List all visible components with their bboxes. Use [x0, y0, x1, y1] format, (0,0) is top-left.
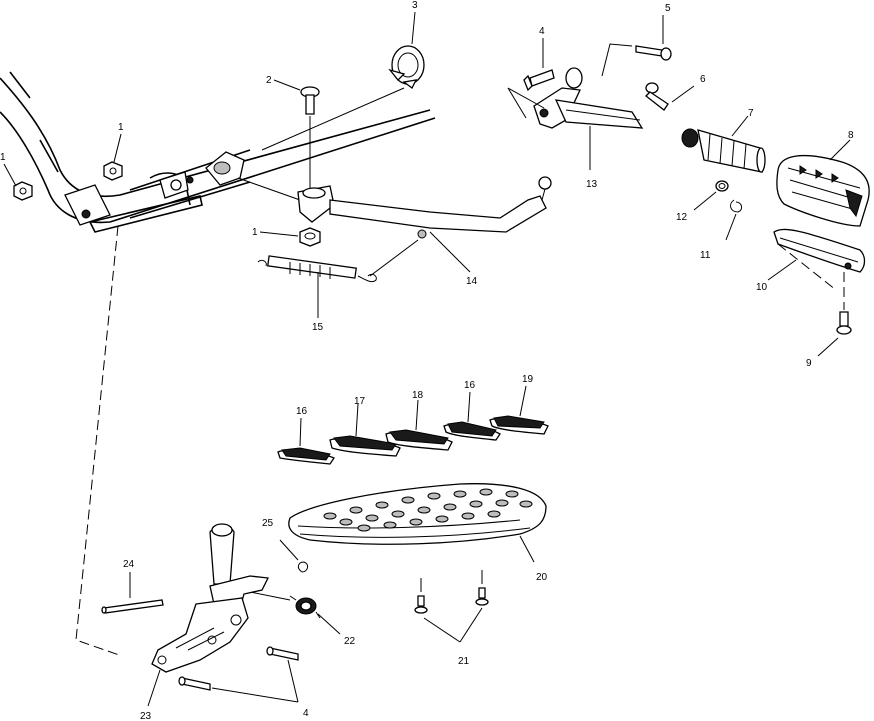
callout-8: 8	[848, 130, 854, 141]
callout-20: 20	[536, 572, 548, 583]
callout-1-pivot: 1	[252, 227, 258, 238]
callout-17: 17	[354, 396, 366, 407]
callout-15: 15	[312, 322, 324, 333]
callout-2: 2	[266, 75, 272, 86]
nut-pivot	[299, 227, 321, 247]
callout-6: 6	[700, 74, 706, 85]
callout-22: 22	[344, 636, 356, 647]
callout-18: 18	[412, 390, 424, 401]
pin-6	[645, 82, 695, 111]
pad-16-right	[443, 391, 501, 441]
callout-11: 11	[700, 250, 711, 261]
pad-18	[385, 399, 453, 451]
screws-21	[414, 570, 489, 643]
callout-19: 19	[522, 374, 534, 385]
clamp-3	[261, 45, 425, 151]
screw-9	[817, 311, 852, 357]
callout-25: 25	[262, 518, 274, 529]
callout-7: 7	[748, 108, 754, 119]
callout-24: 24	[123, 559, 135, 570]
callout-9: 9	[806, 358, 812, 369]
callout-12: 12	[676, 212, 688, 223]
bracket-23	[147, 523, 269, 707]
frame-tube	[0, 71, 436, 233]
callout-21: 21	[458, 656, 470, 667]
bolt-4-upper	[523, 38, 555, 92]
washer-12	[693, 180, 729, 211]
callout-13: 13	[586, 179, 598, 190]
spring-22	[239, 589, 341, 635]
callout-1-left: 1	[0, 152, 6, 163]
pins-4-lower	[178, 646, 299, 703]
callout-4-upper: 4	[539, 26, 545, 37]
callout-3: 3	[412, 0, 418, 11]
frame-bracket	[205, 151, 301, 201]
pad-19	[489, 385, 549, 435]
spring-15	[257, 239, 419, 283]
callout-10: 10	[756, 282, 768, 293]
nut-left	[13, 181, 33, 201]
brake-lever-14	[297, 176, 552, 239]
callout-23: 23	[140, 711, 152, 721]
callout-4-lower: 4	[303, 708, 309, 719]
shield-10	[767, 228, 866, 310]
footrest-mount-13	[507, 67, 644, 170]
callout-16-left: 16	[296, 406, 308, 417]
callout-labels: 1 1 1 2 3 4 5 6 7 8 9 10 11 12 13 14 15 …	[0, 0, 854, 721]
floorboard-20	[288, 483, 547, 563]
rod-24	[101, 572, 164, 614]
callout-16-right: 16	[464, 380, 476, 391]
peg-7	[681, 115, 766, 173]
clip-11	[725, 199, 743, 241]
callout-5: 5	[665, 3, 671, 14]
pad-17	[329, 403, 401, 457]
pad-16-left	[277, 417, 335, 465]
nut-upper	[103, 161, 123, 181]
callout-1-upper: 1	[118, 122, 124, 133]
footrest-cover-8	[776, 139, 870, 227]
bolt-5	[601, 15, 672, 77]
assembly-guide-line	[75, 225, 123, 657]
callout-14: 14	[466, 276, 478, 287]
clip-25	[279, 539, 309, 573]
bolt-2	[300, 86, 320, 190]
